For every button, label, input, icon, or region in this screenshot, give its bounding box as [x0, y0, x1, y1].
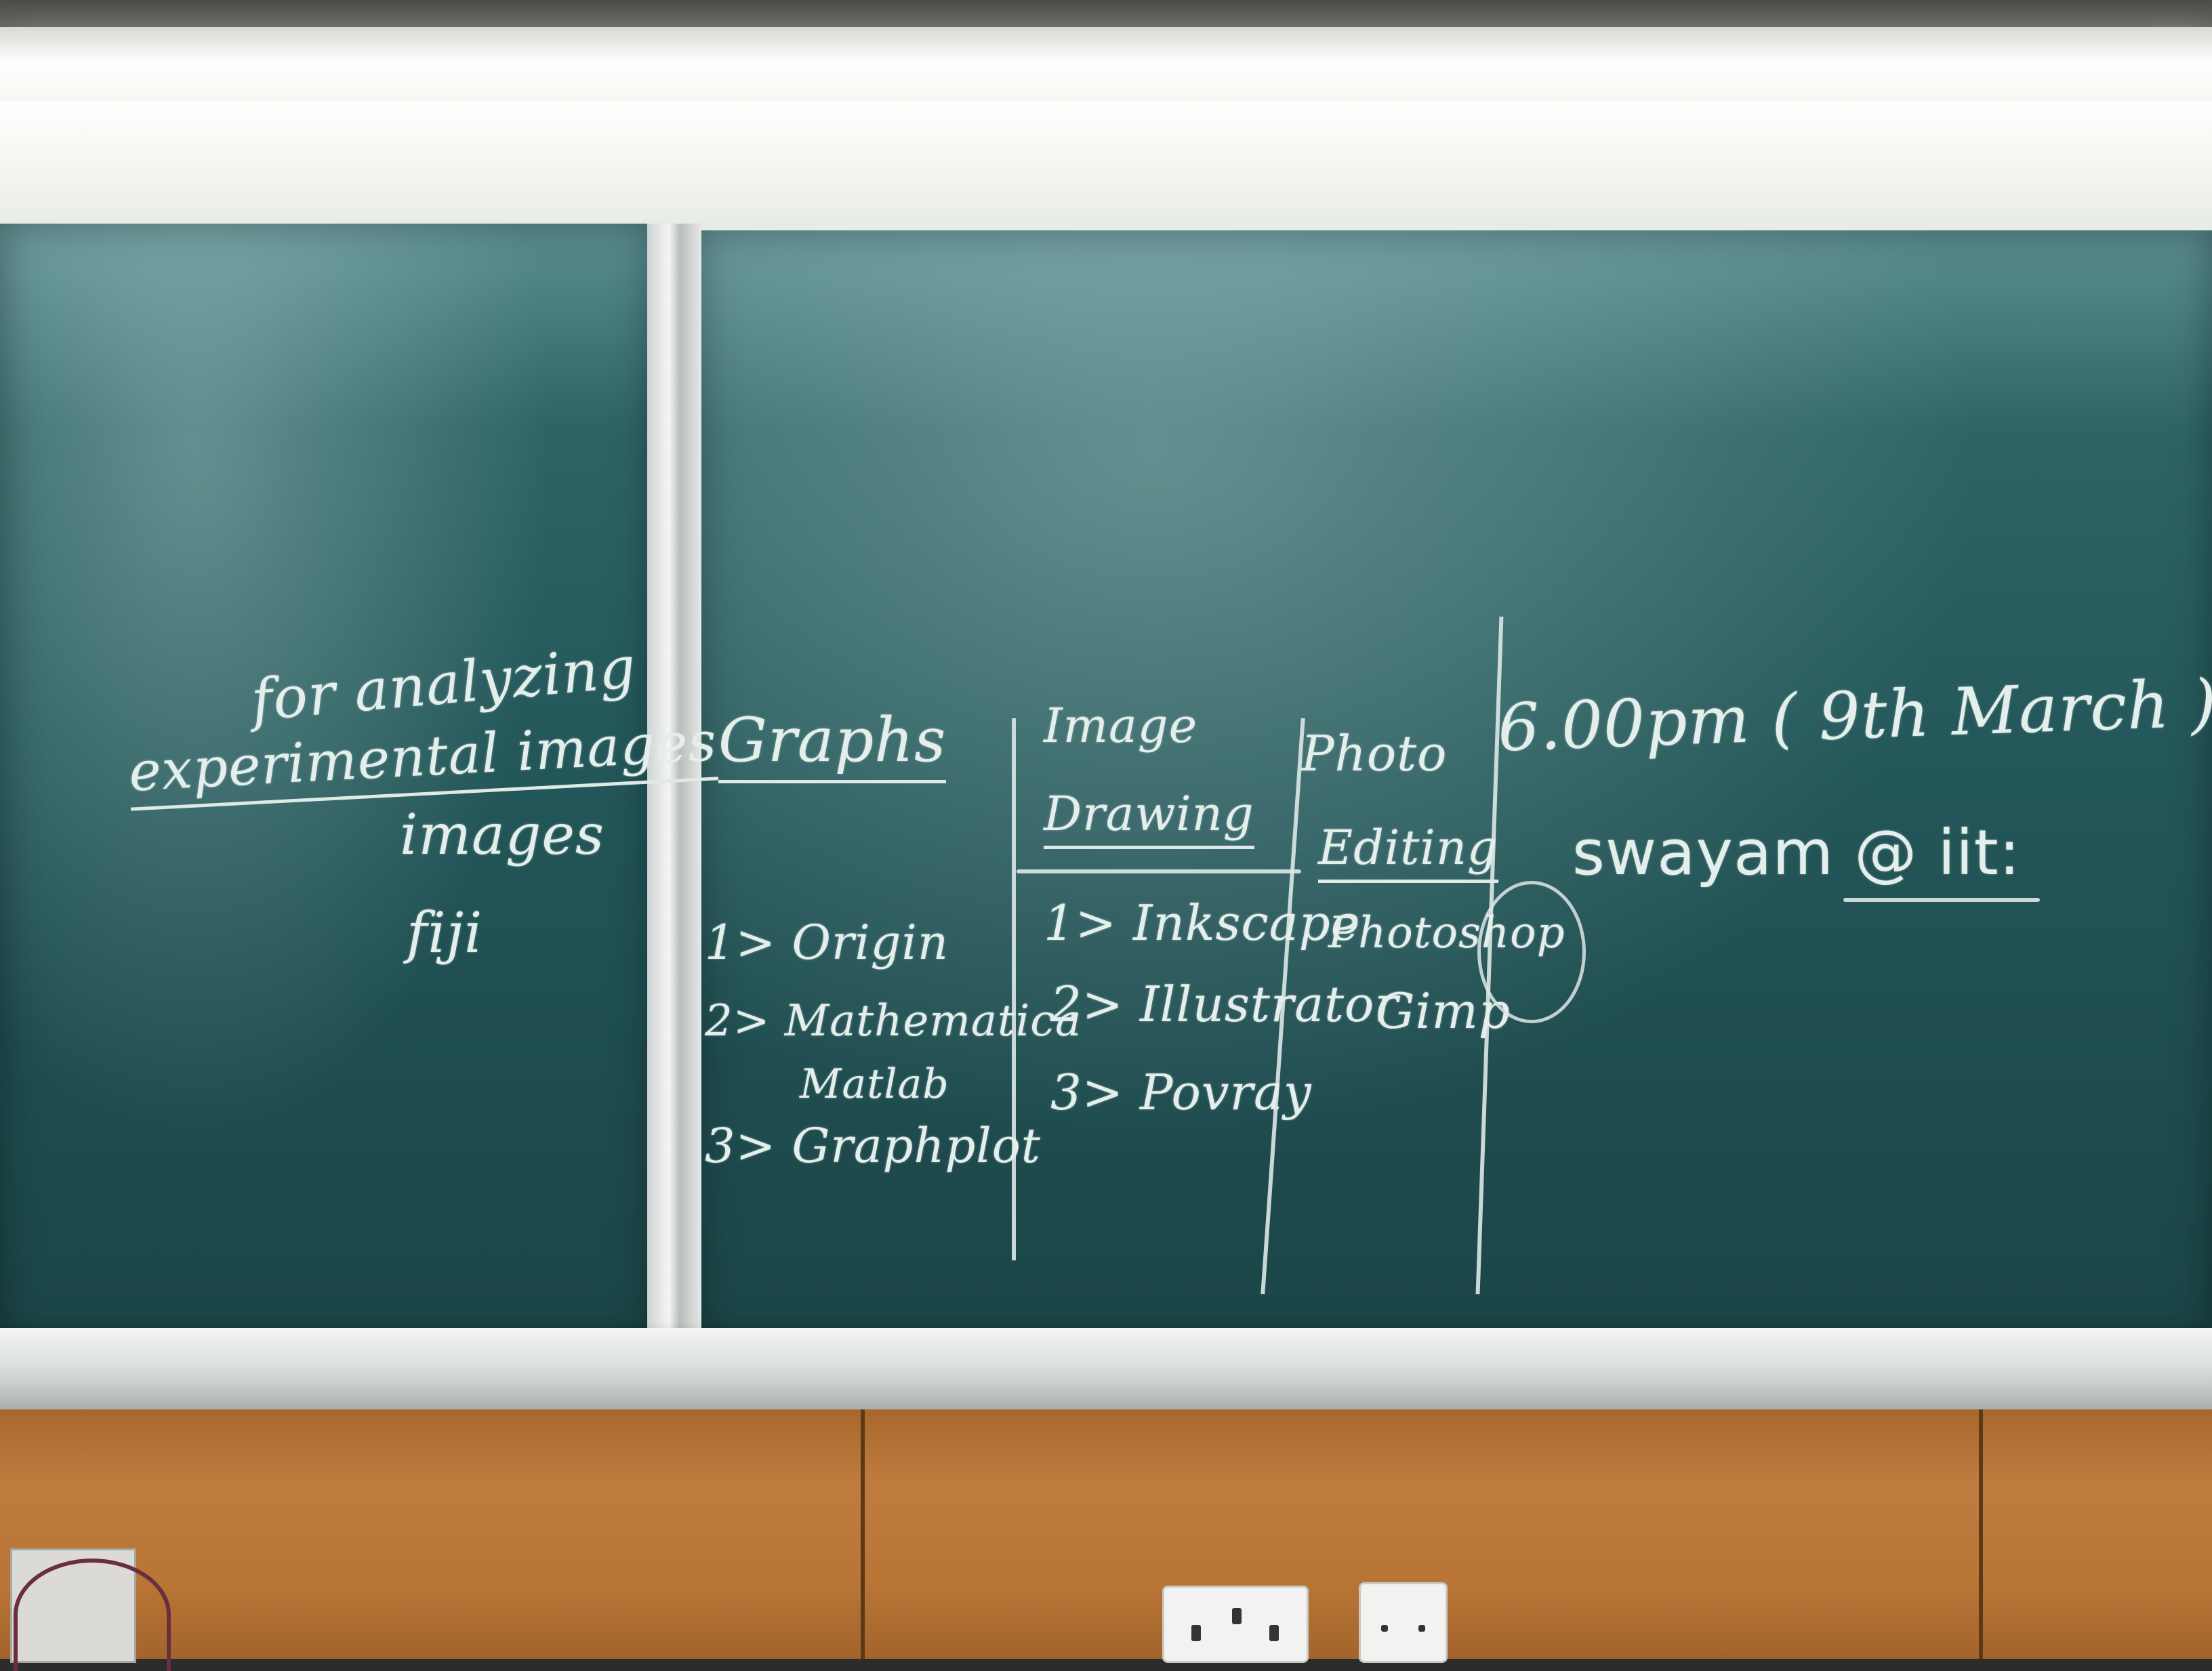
photo-editing-heading-line2: Editing	[1318, 820, 1498, 883]
chalk-circle-mark	[1477, 881, 1586, 1023]
board-divider-frame	[647, 224, 701, 1355]
image-drawing-item-3: 3> Povray	[1050, 1064, 1312, 1121]
column-divider-1	[1012, 718, 1016, 1260]
photo-editing-heading-line1: Photo	[1301, 725, 1448, 782]
graphs-item-2: 2> Mathematica	[705, 996, 1082, 1046]
image-drawing-item-2: 2> Illustrator	[1050, 976, 1399, 1033]
wood-panel-wall	[0, 1409, 2212, 1659]
image-drawing-item-1: 1> Inkscape	[1044, 894, 1361, 951]
wall-seam	[1979, 1409, 1983, 1659]
left-board-line4: fiji	[407, 901, 483, 966]
wall-socket	[1162, 1586, 1309, 1663]
graphs-item-4: 3> Graphplot	[705, 1118, 1041, 1174]
light-glow	[0, 102, 2212, 230]
graphs-heading: Graphs	[718, 705, 947, 783]
notice-line2: swayam @ iit:	[1572, 817, 2021, 889]
chalk-ledge	[0, 1328, 2212, 1409]
image-drawing-heading-line1: Image	[1044, 698, 1197, 754]
blackboard-left	[0, 224, 651, 1342]
power-cable	[14, 1559, 171, 1671]
image-drawing-underline	[1017, 869, 1301, 873]
graphs-item-1: 1> Origin	[705, 915, 949, 970]
blackboard-right	[698, 230, 2212, 1342]
wall-switch	[1359, 1582, 1448, 1663]
left-board-line3: images	[400, 803, 605, 867]
graphs-item-3: Matlab	[800, 1060, 949, 1108]
image-drawing-heading-line2: Drawing	[1044, 786, 1254, 849]
fluorescent-light	[0, 27, 2212, 108]
wall-seam	[861, 1409, 865, 1659]
notice-underline	[1843, 898, 2040, 902]
